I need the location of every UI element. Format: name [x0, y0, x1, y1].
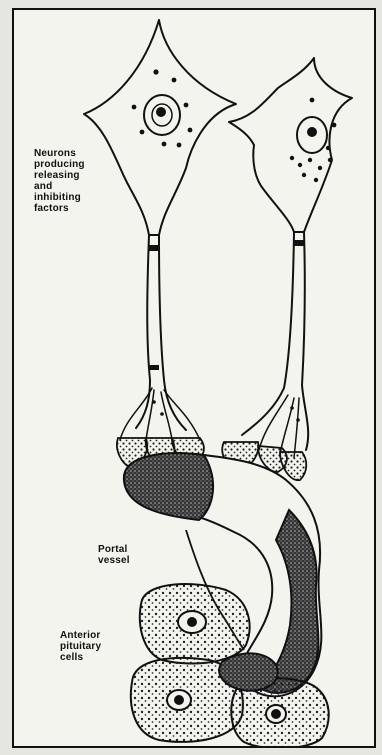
label-neurons-line-1: Neurons [34, 148, 134, 159]
label-neurons: Neurons producing releasing and inhibiti… [34, 148, 134, 214]
diagram-frame: Neurons producing releasing and inhibiti… [12, 8, 376, 748]
label-neurons-line-5: inhibiting [34, 192, 134, 203]
left-axon [136, 235, 150, 428]
label-pituitary-line-1: Anterior [60, 630, 130, 641]
label-pituitary-line-3: cells [60, 652, 130, 663]
label-portal-vessel: Portal vessel [98, 544, 158, 566]
label-neurons-line-2: producing [34, 159, 134, 170]
label-neurons-line-3: releasing [34, 170, 134, 181]
label-pituitary-line-2: pituitary [60, 641, 130, 652]
label-portal-line-1: Portal [98, 544, 158, 555]
label-neurons-line-6: factors [34, 203, 134, 214]
label-anterior-pituitary: Anterior pituitary cells [60, 630, 130, 663]
label-neurons-line-4: and [34, 181, 134, 192]
label-portal-line-2: vessel [98, 555, 158, 566]
right-neuron-body [229, 58, 352, 232]
right-axon [242, 232, 294, 435]
